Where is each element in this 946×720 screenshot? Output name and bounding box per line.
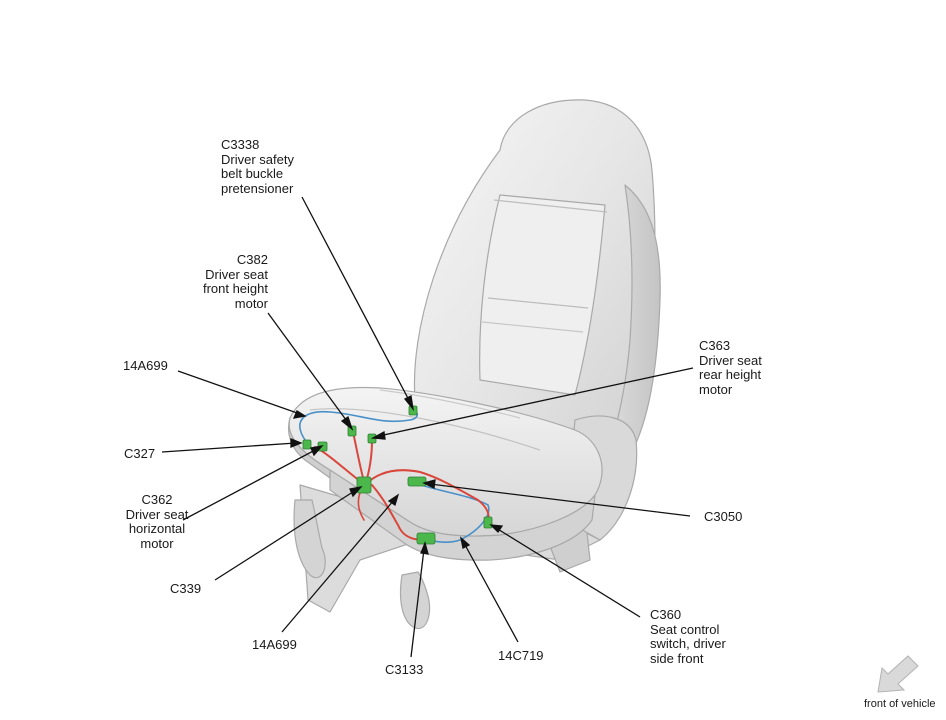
label-c362-desc-2: horizontal <box>128 521 186 536</box>
backrest-seam-lower <box>481 321 584 333</box>
label-c360-code: C360 <box>650 607 682 622</box>
backrest-seam-upper <box>493 199 608 213</box>
label-c363-desc-2: rear height <box>699 367 762 382</box>
label-c3338-code: C3338 <box>221 137 260 152</box>
leader-c327 <box>161 442 297 453</box>
label-c3133: C3133 <box>385 662 424 678</box>
leader-lines <box>161 196 694 658</box>
label-c327-code: C327 <box>124 446 156 461</box>
leader-14a699-upper <box>177 370 301 415</box>
arrowhead-c327 <box>290 438 303 448</box>
label-c363-desc-1: Driver seat <box>699 352 762 368</box>
label-c360-desc-2: switch, driver <box>650 636 726 651</box>
label-c382-code: C382 <box>236 252 268 267</box>
leader-14a699-lower <box>281 499 395 633</box>
label-c382-desc-2: front height <box>202 281 268 296</box>
leader-c363 <box>378 367 694 437</box>
arrowhead-14c719 <box>459 536 471 549</box>
arrowhead-c3338 <box>403 395 415 412</box>
label-c3050: C3050 <box>704 509 743 525</box>
label-c362-desc-3: motor <box>140 535 174 551</box>
leader-c3133 <box>410 548 425 658</box>
label-c339-code: C339 <box>170 581 202 596</box>
label-c3050-code: C3050 <box>704 509 743 524</box>
label-c382: C382 Driver seat front height motor <box>170 252 268 311</box>
harness-red-right <box>364 469 490 523</box>
connector-c3133 <box>416 532 436 545</box>
arrow-down-left-icon <box>877 655 919 693</box>
orientation-label: front of vehicle <box>864 698 936 710</box>
label-c360-desc-3: side front <box>650 650 704 666</box>
leader-14c719 <box>463 542 519 643</box>
label-c362: C362 Driver seat horizontal motor <box>98 492 216 551</box>
seat-illustration <box>287 99 661 630</box>
rear-rail-leg <box>399 571 431 630</box>
label-c362-desc-1: Driver seat <box>125 506 189 522</box>
leader-c339 <box>214 489 357 581</box>
arrowhead-c339 <box>349 486 363 498</box>
label-14a699-upper-code: 14A699 <box>123 358 168 373</box>
label-14a699-upper: 14A699 <box>123 358 168 374</box>
label-c339: C339 <box>170 581 202 597</box>
label-c382-desc-3: motor <box>234 295 268 311</box>
arrowhead-c362 <box>310 445 324 457</box>
backrest-center-panel <box>479 194 606 396</box>
label-c327: C327 <box>124 446 156 462</box>
label-c363-desc-3: motor <box>699 381 733 397</box>
arrowhead-c360 <box>489 524 504 534</box>
label-c360: C360 Seat control switch, driver side fr… <box>650 607 726 666</box>
label-c3133-code: C3133 <box>385 662 424 677</box>
leader-c3338 <box>301 196 412 405</box>
harness-blue-upper <box>299 409 419 441</box>
leader-c360 <box>495 527 641 618</box>
backrest-seam-mid <box>487 297 589 309</box>
label-14a699-lower: 14A699 <box>252 637 297 653</box>
connector-c382 <box>347 425 357 437</box>
front-rail-leg <box>293 499 326 579</box>
cushion-side-bolster <box>287 417 331 479</box>
label-c3338-desc-3: pretensioner <box>221 180 294 196</box>
label-14c719: 14C719 <box>498 648 544 664</box>
connector-c3050 <box>407 476 427 487</box>
connector-c339 <box>356 476 372 494</box>
leader-c362 <box>182 448 318 521</box>
arrowhead-c3050 <box>422 479 436 489</box>
label-c382-desc-1: Driver seat <box>205 266 268 282</box>
arrowhead-14a699-upper <box>292 410 307 419</box>
label-c363: C363 Driver seat rear height motor <box>699 338 762 397</box>
leader-c3050 <box>429 483 691 517</box>
label-14c719-code: 14C719 <box>498 648 544 663</box>
arrowhead-c382 <box>340 415 354 431</box>
cushion-seam <box>309 408 541 451</box>
label-c3338-desc-1: Driver safety <box>221 151 294 167</box>
label-c362-code: C362 <box>141 492 173 507</box>
label-c360-desc-1: Seat control <box>650 621 720 637</box>
cushion-seam-rear <box>379 389 521 419</box>
connector-c360 <box>483 516 493 529</box>
label-c3338: C3338 Driver safety belt buckle pretensi… <box>221 137 294 196</box>
arrowhead-c3133 <box>420 540 429 555</box>
arrowhead-c363 <box>370 430 386 440</box>
label-14a699-lower-code: 14A699 <box>252 637 297 652</box>
harness-red-lower <box>371 484 425 541</box>
leader-c382 <box>267 312 350 425</box>
label-c3338-desc-2: belt buckle <box>221 166 284 181</box>
arrowhead-14a699-lower <box>387 493 400 507</box>
label-c363-code: C363 <box>699 338 731 353</box>
connector-c327 <box>302 439 312 450</box>
